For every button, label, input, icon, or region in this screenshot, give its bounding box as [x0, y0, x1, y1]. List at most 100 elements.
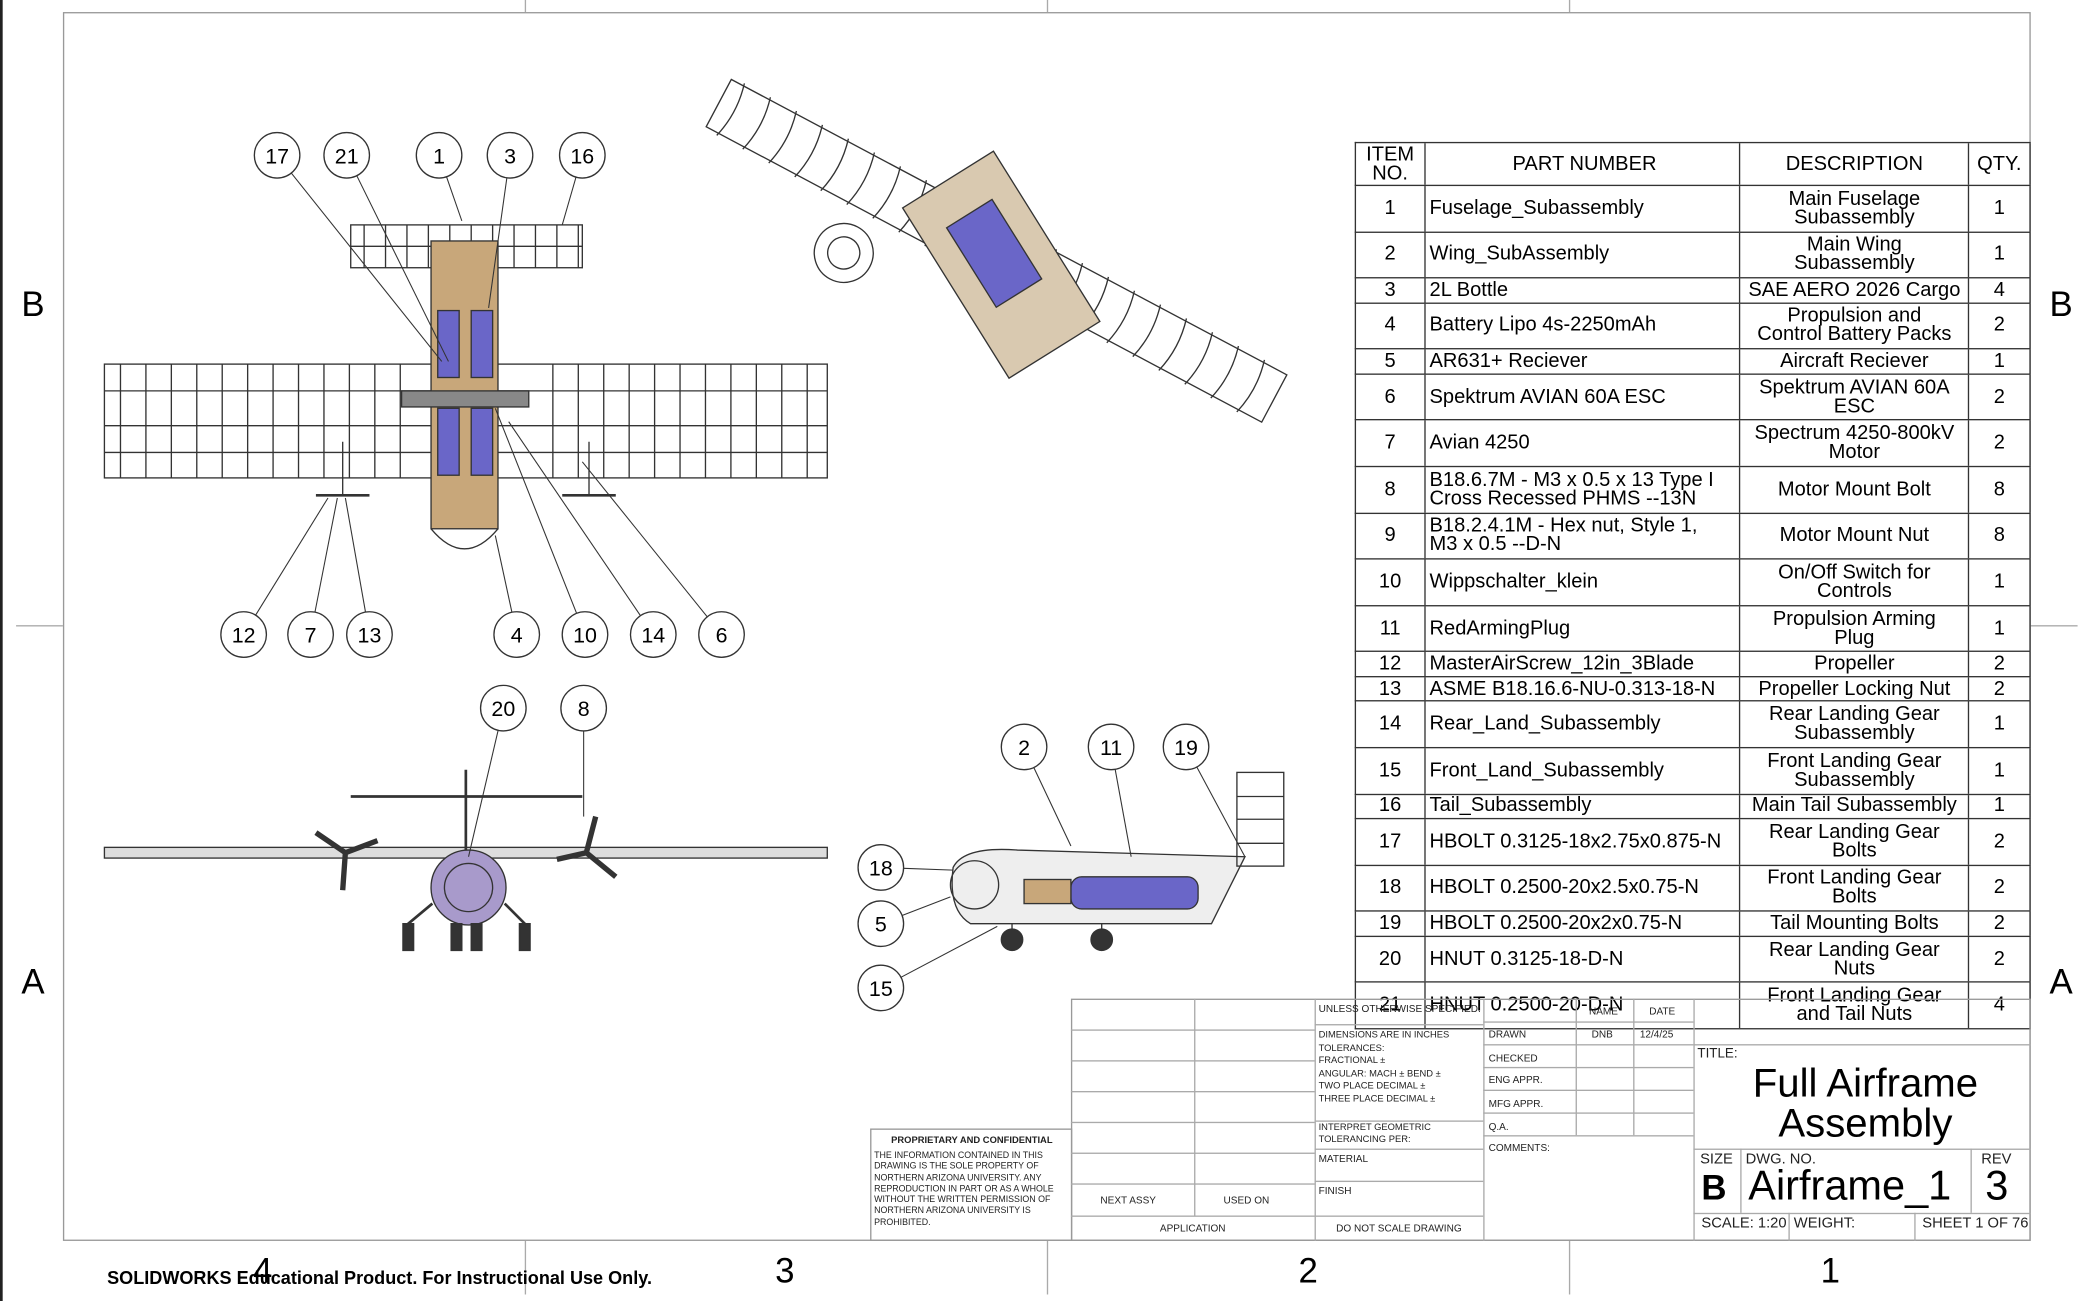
balloon-circle [1162, 723, 1210, 771]
balloon-number: 15 [869, 977, 893, 1001]
wing-rib [768, 110, 798, 164]
educational-watermark: SOLIDWORKS Educational Product. For Inst… [107, 1267, 652, 1288]
balloon-callout: 4 [493, 535, 541, 658]
balloon-callout: 8 [560, 684, 608, 817]
fuselage-top [430, 240, 499, 530]
leader-line [255, 497, 329, 616]
balloon-number: 6 [716, 624, 728, 648]
zone-number-2: 2 [1298, 1250, 1318, 1291]
balloon-number: 18 [869, 856, 893, 880]
mfg-appr-label: MFG APPR. [1488, 1097, 1544, 1110]
bottle-icon [470, 309, 494, 379]
description: Front Landing Gear Bolts [1741, 865, 1970, 911]
item-number: 20 [1356, 936, 1426, 982]
zone-letter-left-a: A [21, 961, 45, 1002]
wing-rib [1106, 290, 1136, 344]
title-block [1070, 998, 2031, 1241]
balloon-number: 1 [433, 144, 445, 168]
tolerances-text: DIMENSIONS ARE IN INCHES TOLERANCES: FRA… [1318, 1030, 1450, 1105]
balloon-callout: 21 [323, 131, 449, 362]
title-block-divider [1483, 1089, 1694, 1091]
balloon-callout: 18 [857, 844, 954, 891]
weight-label: WEIGHT: [1793, 1215, 1856, 1232]
balloon-circle [857, 844, 905, 891]
balloon-callout: 14 [508, 421, 677, 658]
side-view [949, 771, 1285, 952]
description: Rear Landing Gear Nuts [1741, 936, 1970, 982]
balloon-circle [561, 611, 609, 658]
description: Main Fuselage Subassembly [1741, 186, 1970, 232]
balloon-callout: 19 [1162, 723, 1246, 857]
balloon-number: 11 [1100, 736, 1122, 760]
sheet-label: SHEET 1 OF 76 [1922, 1215, 2029, 1232]
balloon-circle [558, 131, 606, 179]
description: Motor Mount Bolt [1741, 467, 1970, 513]
leader-line [1033, 767, 1072, 847]
description: On/Off Switch for Controls [1741, 559, 1970, 605]
balloon-callout: 15 [857, 925, 998, 1012]
quantity: 2 [1969, 936, 2031, 982]
checked-label: CHECKED [1488, 1052, 1538, 1065]
eng-appr-label: ENG APPR. [1488, 1073, 1543, 1086]
part-number: Spektrum AVIAN 60A ESC [1426, 374, 1741, 420]
balloon-circle [493, 611, 541, 658]
dwg-no-label: DWG. NO. [1745, 1151, 1816, 1168]
zone-number-4: 4 [253, 1250, 273, 1291]
title-block-divider [1740, 1148, 1742, 1213]
part-number: Battery Lipo 4s-2250mAh [1426, 303, 1741, 349]
balloon-number: 13 [358, 624, 382, 648]
description: Main Wing Subassembly [1741, 232, 1970, 278]
part-number: Avian 4250 [1426, 420, 1741, 466]
header-qty: QTY. [1969, 143, 2031, 185]
leader-line [900, 925, 998, 978]
quantity: 1 [1969, 794, 2031, 818]
quantity: 1 [1969, 559, 2031, 605]
balloon-circle [479, 684, 527, 732]
balloon-number: 14 [641, 624, 665, 648]
title-block-divider [1483, 1066, 1694, 1069]
item-number: 16 [1356, 794, 1426, 818]
balloon-circle [287, 611, 334, 658]
dwg-no-value: Airframe_1 [1748, 1161, 1952, 1209]
title-block-divider [1693, 1148, 2031, 1150]
wing-rib [872, 166, 902, 219]
description: Propulsion and Control Battery Packs [1741, 303, 1970, 349]
balloon-callout: 16 [558, 131, 606, 226]
header-item-no: ITEM NO. [1356, 143, 1426, 185]
leader-line [581, 461, 708, 618]
wing-rib [846, 152, 876, 205]
part-number: RedArmingPlug [1426, 606, 1741, 652]
leader-line [901, 896, 951, 916]
item-number: 8 [1356, 467, 1426, 513]
balloon-callout: 12 [220, 497, 329, 658]
item-number: 19 [1356, 911, 1426, 936]
balloon-callout: 13 [344, 497, 393, 658]
nose [430, 528, 499, 550]
balloon-circle [220, 611, 268, 658]
item-number: 13 [1356, 677, 1426, 701]
item-number: 12 [1356, 652, 1426, 676]
balloon-number: 20 [491, 697, 515, 721]
item-number: 6 [1356, 374, 1426, 420]
quantity: 8 [1969, 467, 2031, 513]
finish-label: FINISH [1318, 1184, 1352, 1197]
name-header: NAME [1588, 1005, 1618, 1018]
balloon-callout: 2 [1000, 723, 1072, 847]
description: Spectrum 4250-800kV Motor [1741, 420, 1970, 466]
size-value: B [1701, 1167, 1727, 1208]
title-block-divider [1693, 1212, 2031, 1215]
balloon-number: 7 [305, 624, 317, 648]
zone-tick [1568, 0, 1571, 13]
item-number: 14 [1356, 701, 1426, 747]
title-block-divider [1070, 1183, 1315, 1185]
